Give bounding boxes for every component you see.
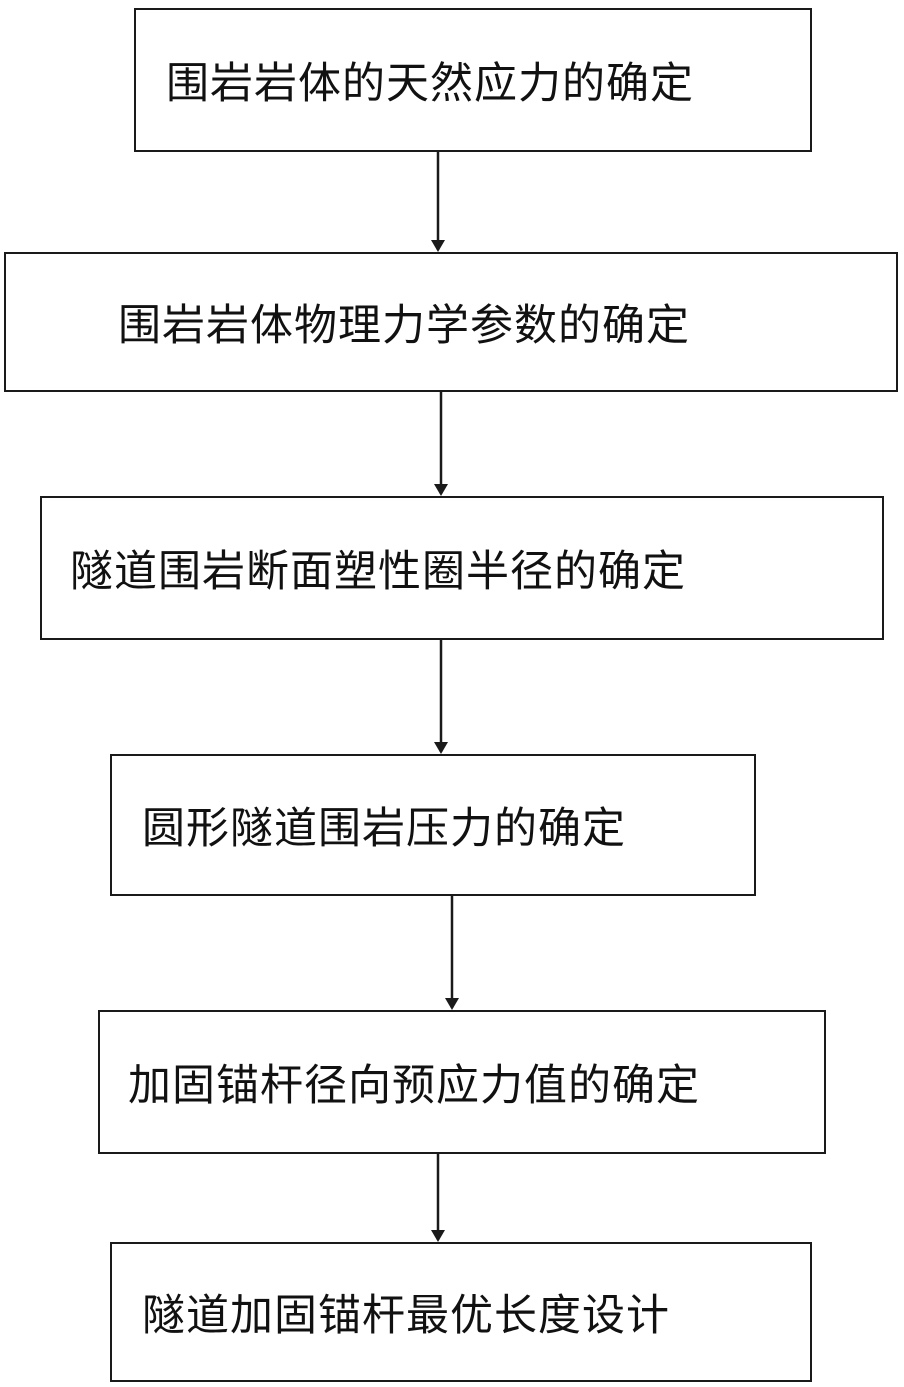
connector-arrows	[0, 0, 904, 1387]
